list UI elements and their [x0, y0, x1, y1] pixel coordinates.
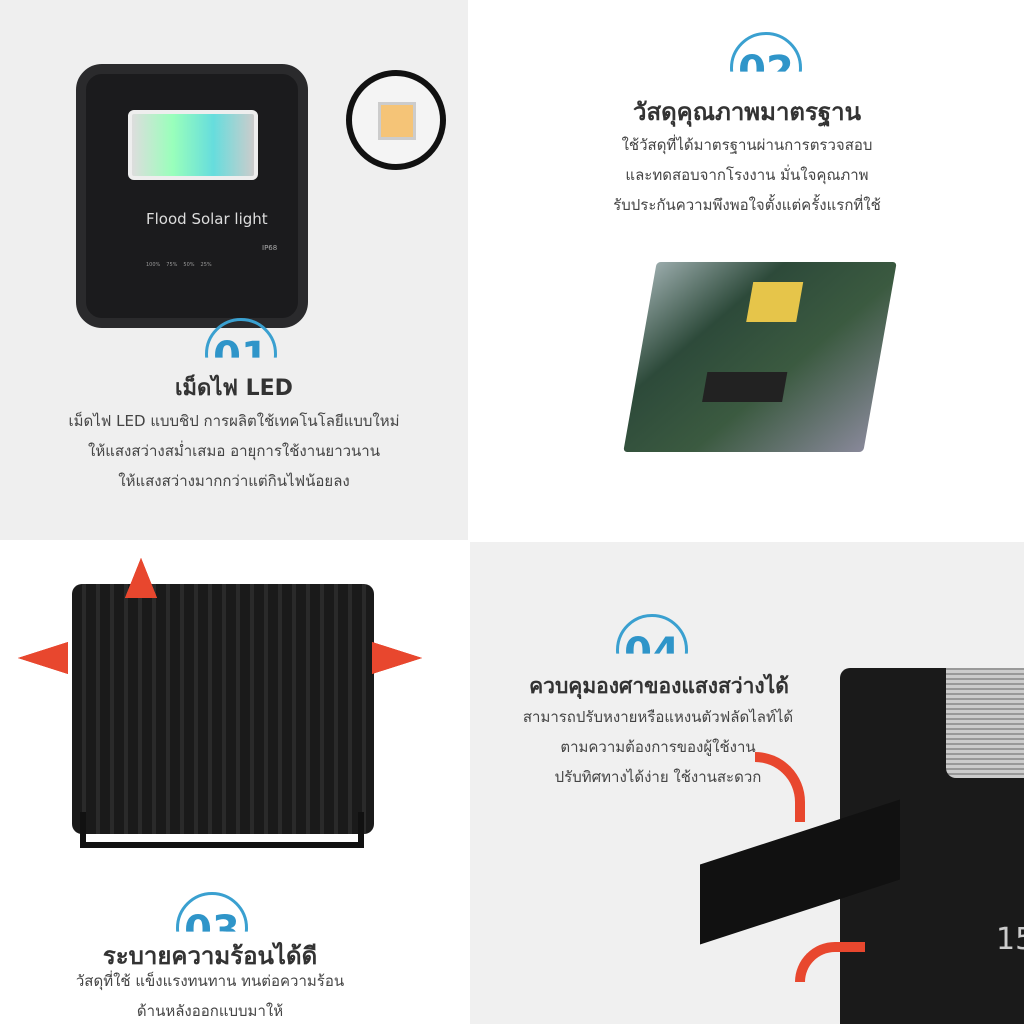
desc-line: ตามความต้องการของผู้ใช้งาน — [560, 738, 756, 756]
section-heat: 03 ระบายความร้อนได้ดี วัสดุที่ใช้ แข็งแร… — [0, 542, 462, 1024]
desc-line: ให้แสงสว่างมากกว่าแต่กินไฟน้อยลง — [118, 472, 350, 490]
section-title: เม็ดไฟ LED — [175, 376, 293, 401]
desc-line: ให้แสงสว่างสม่ำเสมอ อายุการใช้งานยาวนาน — [88, 442, 380, 460]
ip-rating: IP68 — [262, 244, 278, 252]
section-title: วัสดุคุณภาพมาตรฐาน — [632, 98, 862, 126]
desc-line: สามารถปรับหงายหรือแหงนตัวฟลัดไลท์ได้ — [522, 708, 794, 726]
flood-light-front-image: Flood Solar light IP68 100% 75% 50% 25% — [76, 64, 308, 328]
battery-level: 25% — [200, 262, 212, 268]
product-label: Flood Solar light — [146, 210, 268, 228]
section-material: 02 วัสดุคุณภาพมาตรฐาน ใช้วัสดุที่ได้มาตร… — [470, 0, 1024, 540]
desc-line: เม็ดไฟ LED แบบชิป การผลิตใช้เทคโนโลยีแบบ… — [68, 412, 400, 430]
flood-light-back-image — [72, 584, 374, 834]
section-title: ระบายความร้อนได้ดี — [102, 942, 318, 970]
desc-line: ปรับทิศทางได้ง่าย ใช้งานสะดวก — [554, 768, 762, 786]
mount-bracket — [80, 812, 364, 848]
desc-line: วัสดุที่ใช้ แข็งแรงทนทาน ทนต่อความร้อน — [75, 972, 345, 990]
led-window — [128, 110, 258, 180]
heat-arrows-up — [125, 558, 325, 618]
led-chip-closeup — [346, 70, 446, 170]
section-title: ควบคุมองศาของแสงสว่างได้ — [529, 674, 789, 698]
section-description: เม็ดไฟ LED แบบชิป การผลิตใช้เทคโนโลยีแบบ… — [0, 406, 468, 496]
section-description: วัสดุที่ใช้ แข็งแรงทนทาน ทนต่อความร้อน ด… — [0, 966, 420, 1024]
section-led: Flood Solar light IP68 100% 75% 50% 25% … — [0, 0, 468, 540]
battery-level: 50% — [183, 262, 195, 268]
section-angle: 15 04 ควบคุมองศาของแสงสว่างได้ สามารถปรั… — [470, 542, 1024, 1024]
desc-line: ด้านหลังออกแบบมาให้ — [136, 1002, 284, 1020]
circuit-board-image — [623, 262, 897, 452]
desc-line: และทดสอบจากโรงงาน มั่นใจคุณภาพ — [625, 166, 869, 184]
battery-level: 100% — [146, 262, 161, 268]
desc-line: รับประกันความพึงพอใจตั้งแต่ครั้งแรกที่ใช… — [613, 196, 881, 214]
section-description: สามารถปรับหงายหรือแหงนตัวฟลัดไลท์ได้ ตาม… — [488, 702, 828, 792]
battery-level: 75% — [166, 262, 178, 268]
section-description: ใช้วัสดุที่ได้มาตรฐานผ่านการตรวจสอบ และท… — [470, 130, 1024, 220]
desc-line: ใช้วัสดุที่ได้มาตรฐานผ่านการตรวจสอบ — [621, 136, 873, 154]
rotate-arrow-icon — [795, 942, 865, 982]
lamp-mark: 15 — [996, 922, 1024, 957]
